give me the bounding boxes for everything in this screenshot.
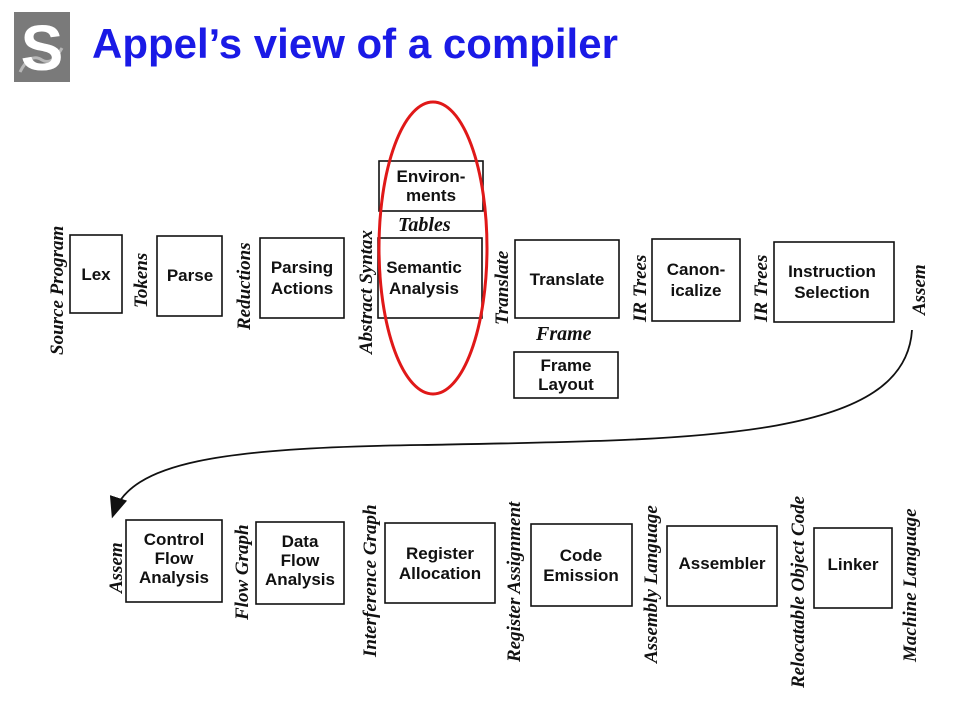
box-parse: Parse xyxy=(156,235,223,317)
label-reductions: Reductions xyxy=(234,242,255,331)
box-frame-layout-line-1: Frame xyxy=(540,356,591,375)
pipeline-continuation-arrow xyxy=(109,329,913,519)
box-data-flow-analysis: Data Flow Analysis xyxy=(255,521,345,605)
highlight-ellipse xyxy=(377,100,489,396)
box-linker-line: Linker xyxy=(827,555,878,574)
box-semantic-analysis-line-1: Semantic xyxy=(386,258,462,277)
label-tokens: Tokens xyxy=(131,253,152,308)
box-instruction-selection: Instruction Selection xyxy=(773,241,895,323)
label-ir-trees-1: IR Trees xyxy=(630,255,651,323)
label-ir-trees-2: IR Trees xyxy=(751,255,772,323)
box-control-flow-analysis: Control Flow Analysis xyxy=(125,519,223,603)
box-data-flow-analysis-line-1: Data xyxy=(282,532,319,551)
box-control-flow-analysis-line-3: Analysis xyxy=(139,568,209,587)
box-register-allocation-line-2: Allocation xyxy=(399,564,481,583)
box-code-emission-line-1: Code xyxy=(560,546,603,565)
box-assembler: Assembler xyxy=(666,525,778,607)
box-parsing-actions-line-2: Actions xyxy=(271,279,333,298)
box-translate: Translate xyxy=(514,239,620,319)
box-data-flow-analysis-line-2: Flow xyxy=(281,551,320,570)
box-environments-line-1: Environ- xyxy=(397,167,466,186)
box-translate-line: Translate xyxy=(530,270,605,289)
logo-leaf-shape xyxy=(18,47,64,73)
box-lex-line: Lex xyxy=(81,265,111,284)
box-code-emission: Code Emission xyxy=(530,523,633,607)
box-environments-line-2: ments xyxy=(406,186,456,205)
box-code-emission-line-2: Emission xyxy=(543,566,619,585)
label-frame: Frame xyxy=(535,323,592,345)
label-machine-language: Machine Language xyxy=(900,508,921,663)
box-data-flow-analysis-line-3: Analysis xyxy=(265,570,335,589)
box-frame-layout: Frame Layout xyxy=(513,351,619,399)
logo-letter: S xyxy=(21,12,64,82)
university-logo: S xyxy=(14,12,70,82)
label-flow-graph: Flow Graph xyxy=(232,524,253,621)
box-control-flow-analysis-line-2: Flow xyxy=(155,549,194,568)
box-linker: Linker xyxy=(813,527,893,609)
box-assembler-line: Assembler xyxy=(679,554,766,573)
page-title: Appel’s view of a compiler xyxy=(92,20,618,67)
box-instruction-selection-line-1: Instruction xyxy=(788,262,876,281)
box-parse-line: Parse xyxy=(167,266,213,285)
label-relocatable-object-code: Relocatable Object Code xyxy=(788,495,809,689)
box-environments: Environ- ments xyxy=(378,160,484,212)
label-assembly-language: Assembly Language xyxy=(641,505,662,664)
label-assem-bottom: Assem xyxy=(106,542,127,594)
box-canonicalize-line-2: icalize xyxy=(670,281,721,300)
box-lex: Lex xyxy=(69,234,123,314)
label-register-assignment: Register Assignment xyxy=(504,501,525,663)
label-source-program: Source Program xyxy=(47,226,68,355)
label-tables: Tables xyxy=(398,214,451,236)
box-semantic-analysis: Semantic Analysis xyxy=(377,237,483,319)
box-frame-layout-line-2: Layout xyxy=(538,375,594,394)
label-assem-top: Assem xyxy=(909,264,930,316)
box-canonicalize: Canon- icalize xyxy=(651,238,741,322)
label-abstract-syntax: Abstract Syntax xyxy=(356,229,377,355)
box-semantic-analysis-line-2: Analysis xyxy=(389,279,459,298)
box-control-flow-analysis-line-1: Control xyxy=(144,530,204,549)
box-canonicalize-line-1: Canon- xyxy=(667,260,726,279)
box-parsing-actions: Parsing Actions xyxy=(259,237,345,319)
box-instruction-selection-line-2: Selection xyxy=(794,283,870,302)
box-parsing-actions-line-1: Parsing xyxy=(271,258,333,277)
logo-background xyxy=(14,12,70,82)
label-translate: Translate xyxy=(492,250,513,325)
label-interference-graph: Interference Graph xyxy=(360,504,381,658)
box-register-allocation-line-1: Register xyxy=(406,544,474,563)
box-register-allocation: Register Allocation xyxy=(384,522,496,604)
